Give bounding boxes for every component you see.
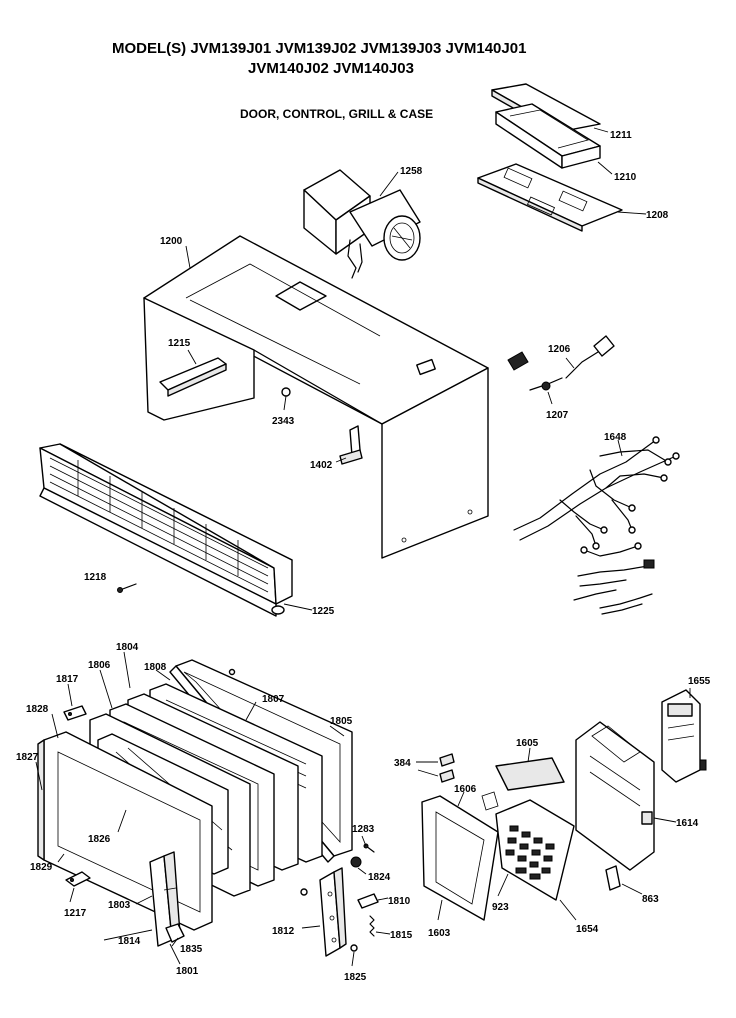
label-863: 863 [642,894,659,905]
label-1825: 1825 [344,972,367,983]
part-1812-interlock-bracket [319,867,347,957]
part-1824-knob [350,856,362,868]
label-1207: 1207 [546,410,569,421]
part-923-touch-panel [481,791,575,901]
label-1283: 1283 [352,824,375,835]
part-1283-screw [363,843,375,853]
label-1655: 1655 [688,676,711,687]
part-2343-screw [281,387,291,397]
part-1218-screw [117,583,137,593]
label-384: 384 [394,758,411,769]
models-line-2: JVM140J02 JVM140J03 [248,60,414,77]
part-1605-nameplate [495,757,565,791]
keypad-keys [505,825,555,880]
section-title: DOOR, CONTROL, GRILL & CASE [240,107,433,121]
label-1808: 1808 [144,662,167,673]
label-1826: 1826 [88,834,111,845]
label-2343: 2343 [272,416,295,427]
part-1215-bracket [159,357,227,397]
label-1803-left: 1803 [108,900,131,911]
part-1217-hinge [65,871,91,887]
part-1815-spring [369,915,375,937]
part-1817-latch [63,705,87,721]
label-1824: 1824 [368,872,391,883]
label-923: 923 [492,902,509,913]
part-1402-clip [339,425,363,465]
models-line-1: MODEL(S) JVM139J01 JVM139J02 JVM139J03 J… [112,40,526,57]
label-1804: 1804 [116,642,139,653]
label-1835: 1835 [180,944,203,955]
label-1812: 1812 [272,926,295,937]
label-1258: 1258 [400,166,423,177]
part-1210-filter-frame [495,103,601,169]
label-1606: 1606 [454,784,477,795]
label-1206: 1206 [548,344,571,355]
label-1815: 1815 [390,930,413,941]
label-1817: 1817 [56,674,79,685]
label-1828: 1828 [26,704,49,715]
label-1200: 1200 [160,236,183,247]
label-1810: 1810 [388,896,411,907]
part-1208-mounting-plate [477,163,623,232]
label-1807: 1807 [262,694,285,705]
label-1215: 1215 [168,338,191,349]
part-1614-control-board [575,721,655,871]
part-384-clips [439,753,455,783]
label-1225: 1225 [312,606,335,617]
part-1200-cabinet-case [143,235,489,559]
part-1648-wire-harness [513,436,680,615]
label-1648: 1648 [604,432,627,443]
label-1217: 1217 [64,908,87,919]
part-1206-power-cord [507,335,615,379]
label-1402: 1402 [310,460,333,471]
label-1605: 1605 [516,738,539,749]
part-1835-lever [165,923,185,943]
part-1207-strain-relief [529,377,563,391]
label-1211: 1211 [610,130,632,141]
part-1810-switch-lever [357,893,379,909]
part-1225-vent-grill [39,443,293,617]
label-1208: 1208 [646,210,669,221]
grill-slots [49,457,269,593]
label-1829: 1829 [30,862,53,873]
label-1801: 1801 [176,966,199,977]
label-1210: 1210 [614,172,637,183]
label-1805: 1805 [330,716,353,727]
label-1806: 1806 [88,660,111,671]
label-1654: 1654 [576,924,599,935]
label-1218: 1218 [84,572,107,583]
part-1258-blower-motor [303,169,421,279]
label-1603-right: 1603 [428,928,451,939]
part-1603-control-frame [421,795,499,921]
part-1825-washer [300,888,358,952]
label-1614: 1614 [676,818,699,829]
label-1814: 1814 [118,936,141,947]
part-1655-relay-board [661,689,707,783]
label-1827: 1827 [16,752,39,763]
part-863-thermal-switch [605,865,621,891]
